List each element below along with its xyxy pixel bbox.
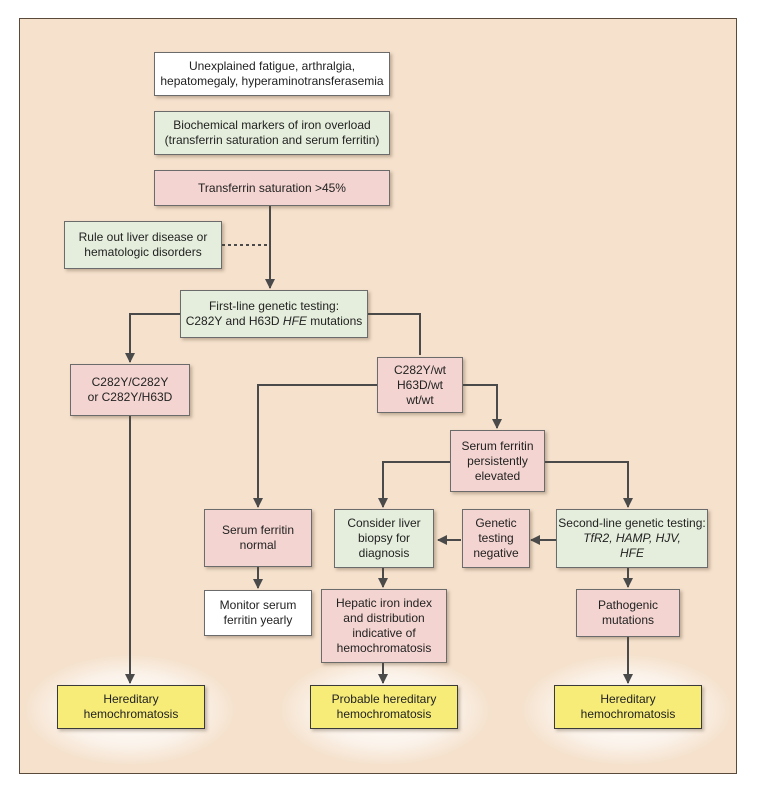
hepatic-line-1: Hepatic iron index: [335, 596, 433, 610]
rule-out-box: Rule out liver disease or hematologic di…: [64, 221, 222, 269]
outcome-probable-middle-box: Probable hereditary hemochromatosis: [310, 685, 458, 729]
outcome-middle-line-2: hemochromatosis: [336, 707, 432, 721]
homozygous-line-2: or C282Y/H63D: [87, 390, 173, 404]
second-line-line-1: Second-line genetic testing:: [558, 516, 706, 530]
ferritin-elevated-line-2: persistently: [467, 453, 528, 468]
outcome-left-line-1: Hereditary: [103, 692, 159, 706]
outcome-right-line-1: Hereditary: [600, 692, 656, 706]
pathogenic-line-2: mutations: [601, 613, 655, 627]
liver-biopsy-line-1: Consider liver: [347, 516, 421, 530]
other-genotypes-line-2: H63D/wt: [396, 377, 443, 392]
hepatic-line-4: hemochromatosis: [336, 641, 432, 655]
first-line-testing-box: First-line genetic testing: C282Y and H6…: [180, 290, 368, 338]
ferritin-elevated-line-1: Serum ferritin: [461, 438, 534, 453]
connector-elevated-to-biopsy: [378, 461, 450, 508]
start-line-2: hepatomegaly, hyperaminotransferasemia: [160, 74, 384, 88]
first-line-line-2a: C282Y and H63D: [185, 314, 283, 328]
other-genotypes-line-3: wt/wt: [406, 392, 434, 407]
outcome-middle-line-1: Probable hereditary: [331, 692, 437, 706]
connector-first-line-to-other: [368, 313, 421, 355]
first-line-line-2: C282Y and H63D HFE mutations: [186, 314, 363, 329]
outcome-hereditary-left-box: Hereditary hemochromatosis: [57, 685, 205, 729]
biochemical-markers-box: Biochemical markers of iron overload (tr…: [154, 111, 390, 155]
other-genotypes-line-1: C282Y/wt: [393, 362, 447, 377]
liver-biopsy-line-3: diagnosis: [358, 546, 410, 560]
liver-biopsy-box: Consider liver biopsy for diagnosis: [334, 509, 434, 568]
monitor-line-2: ferritin yearly: [223, 613, 293, 627]
hepatic-iron-index-box: Hepatic iron index and distribution indi…: [321, 589, 447, 663]
first-line-gene: HFE: [282, 314, 307, 328]
genetic-negative-line-1: Genetic: [475, 516, 517, 530]
tsat-line-1: Transferrin saturation >45%: [198, 180, 346, 195]
transferrin-saturation-box: Transferrin saturation >45%: [154, 170, 390, 206]
other-genotypes-box: C282Y/wt H63D/wt wt/wt: [377, 357, 463, 413]
first-line-line-1: First-line genetic testing:: [208, 299, 340, 313]
ferritin-normal-line-1: Serum ferritin: [221, 523, 295, 537]
biochem-line-2: (transferrin saturation and serum ferrit…: [164, 133, 380, 147]
genetic-negative-line-2: testing: [478, 531, 514, 545]
rule-out-line-1: Rule out liver disease or: [78, 230, 208, 244]
start-line-1: Unexplained fatigue, arthralgia,: [188, 59, 356, 73]
first-line-line-2c: mutations: [306, 314, 363, 328]
connector-other-to-ferritin-normal: [253, 384, 377, 508]
biochem-line-1: Biochemical markers of iron overload: [173, 118, 371, 132]
ferritin-normal-box: Serum ferritin normal: [204, 509, 312, 567]
outcome-left-line-2: hemochromatosis: [83, 707, 179, 721]
liver-biopsy-line-2: biopsy for: [357, 531, 411, 545]
genetic-testing-negative-box: Genetic testing negative: [462, 509, 530, 568]
ferritin-elevated-box: Serum ferritin persistently elevated: [450, 430, 545, 492]
connector-elevated-to-second-line: [545, 461, 633, 508]
hepatic-line-3: indicative of: [352, 626, 416, 640]
second-line-genes: TfR2, HAMP, HJV,: [583, 531, 681, 545]
monitor-ferritin-box: Monitor serum ferritin yearly: [204, 590, 312, 636]
outcome-hereditary-right-box: Hereditary hemochromatosis: [554, 685, 702, 729]
homozygous-genotype-box: C282Y/C282Y or C282Y/H63D: [70, 364, 190, 416]
ferritin-elevated-line-3: elevated: [474, 468, 521, 483]
hepatic-line-2: and distribution: [343, 611, 425, 625]
genetic-negative-line-3: negative: [473, 546, 519, 560]
start-box: Unexplained fatigue, arthralgia, hepatom…: [154, 52, 390, 96]
monitor-line-1: Monitor serum: [219, 598, 297, 612]
connector-other-to-ferritin-elevated: [463, 384, 502, 429]
rule-out-line-2: hematologic disorders: [84, 245, 202, 259]
pathogenic-line-1: Pathogenic: [597, 598, 659, 612]
pathogenic-mutations-box: Pathogenic mutations: [576, 589, 680, 637]
outcome-right-line-2: hemochromatosis: [580, 707, 676, 721]
homozygous-line-1: C282Y/C282Y: [91, 375, 169, 389]
second-line-gene-hfe: HFE: [620, 546, 644, 560]
connector-first-line-to-homozygous: [125, 313, 180, 363]
ferritin-normal-line-2: normal: [239, 538, 277, 552]
second-line-testing-box: Second-line genetic testing: TfR2, HAMP,…: [556, 509, 708, 568]
